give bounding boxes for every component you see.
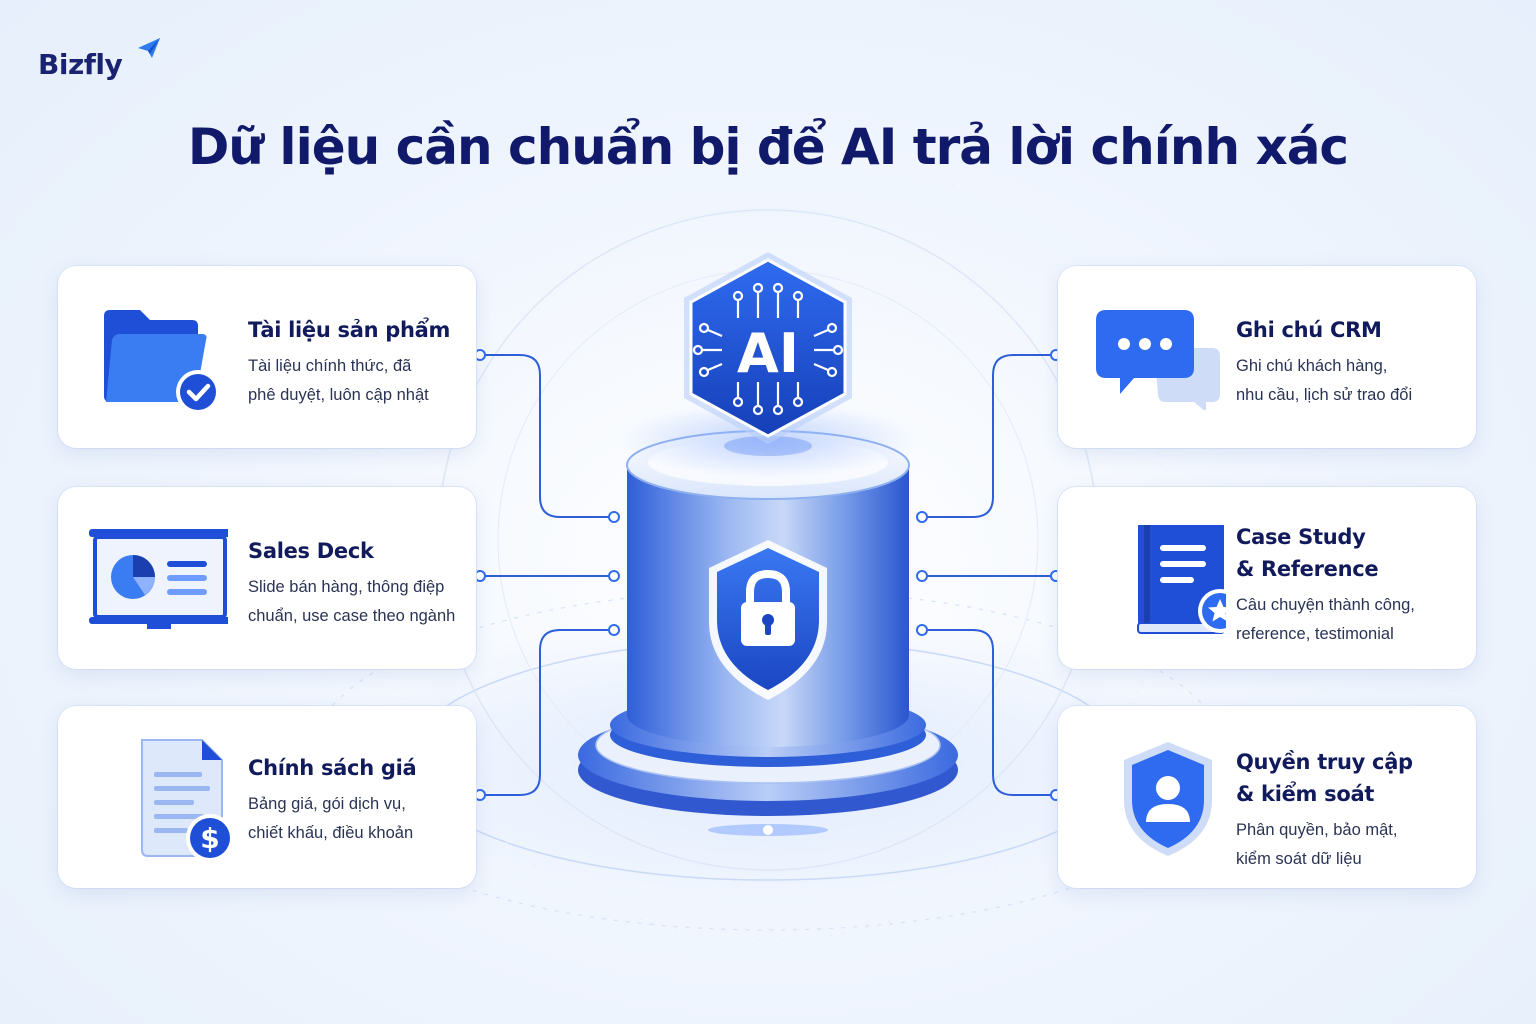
page-title: Dữ liệu cần chuẩn bị để AI trả lời chính… (187, 118, 1349, 176)
connector-left-bottom (480, 629, 614, 796)
card-description: Tài liệu chính thức, đã phê duyệt, luôn … (248, 357, 429, 404)
card-description: Slide bán hàng, thông điệp chuẩn, use ca… (248, 578, 456, 625)
card-description: Ghi chú khách hàng, nhu cầu, lịch sử tra… (1236, 357, 1413, 404)
card-title: Tài liệu sản phẩm (248, 318, 451, 342)
card-title: Ghi chú CRM (1236, 318, 1382, 342)
card-crm-notes[interactable]: Ghi chú CRM Ghi chú khách hàng, nhu cầu,… (1058, 266, 1476, 448)
paper-plane-icon (138, 38, 160, 58)
connector-node (608, 624, 620, 636)
card-title: Case Study & Reference (1236, 525, 1379, 581)
connector-node (608, 511, 620, 523)
connector-node (608, 570, 620, 582)
card-access-control[interactable]: Quyền truy cập & kiểm soát Phân quyền, b… (1058, 706, 1476, 888)
card-case-study[interactable]: Case Study & Reference Câu chuyện thành … (1058, 487, 1476, 669)
card-pricing-policy[interactable]: $ Chính sách giá Bảng giá, gói dịch vụ, … (58, 706, 476, 888)
card-title: Sales Deck (248, 539, 374, 563)
price-document-icon: $ (141, 739, 230, 862)
card-description: Bảng giá, gói dịch vụ, chiết khấu, điều … (248, 795, 414, 842)
connector-right-bottom (922, 629, 1056, 796)
presentation-chart-icon (89, 529, 228, 629)
connector-right-top (922, 354, 1056, 518)
card-title: Quyền truy cập & kiểm soát (1236, 750, 1413, 806)
dollar-symbol: $ (200, 822, 219, 855)
brand-logo[interactable]: Bizfly (38, 48, 123, 81)
card-description: Phân quyền, bảo mật, kiểm soát dữ liệu (1236, 821, 1398, 868)
book-star-icon (1137, 525, 1226, 634)
connector-left-top (480, 354, 614, 518)
card-description: Câu chuyện thành công, reference, testim… (1236, 596, 1415, 643)
ai-chip-hexagon-icon: AI (684, 252, 852, 444)
connector-node (916, 624, 928, 636)
ai-badge-label: AI (737, 322, 799, 385)
chat-bubble-icon (1096, 310, 1220, 410)
lock-shield-icon (709, 540, 827, 700)
card-sales-deck[interactable]: Sales Deck Slide bán hàng, thông điệp ch… (58, 487, 476, 669)
folder-check-icon (104, 310, 220, 410)
connector-node (916, 570, 928, 582)
connector-node (916, 511, 928, 523)
shield-user-icon (1124, 742, 1212, 856)
card-title: Chính sách giá (248, 756, 417, 780)
card-product-docs[interactable]: Tài liệu sản phẩm Tài liệu chính thức, đ… (58, 266, 476, 448)
